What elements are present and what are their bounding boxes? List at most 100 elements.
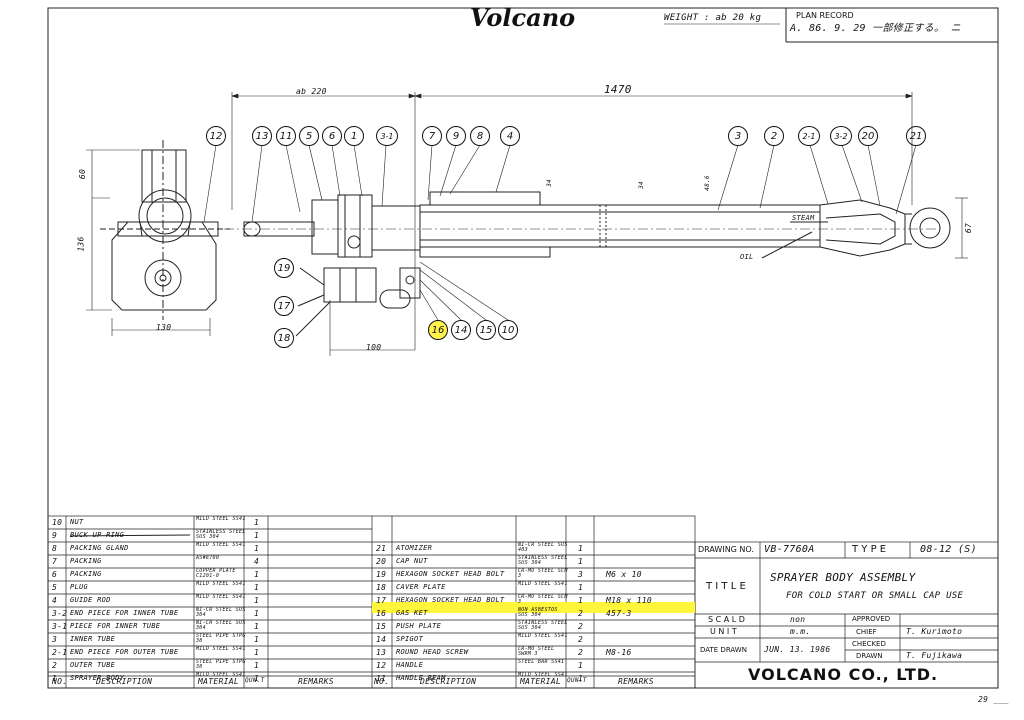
leader-lines xyxy=(203,144,917,321)
part-no: 13 xyxy=(376,648,387,657)
part-qty: 1 xyxy=(578,674,584,683)
drawing-no-label: DRAWING NO. xyxy=(698,545,754,554)
approved-label: APPROVED xyxy=(852,615,891,623)
part-no: 17 xyxy=(376,596,387,605)
part-no: 8 xyxy=(52,544,58,553)
part-qty: 1 xyxy=(254,622,260,631)
drawn-label: DRAWN xyxy=(856,652,883,660)
part-desc: NUT xyxy=(70,518,84,526)
part-mat: NI-CR STEEL SUS 403 xyxy=(518,542,568,553)
balloon-15: 15 xyxy=(476,320,496,340)
balloon-6: 6 xyxy=(322,126,342,146)
scale-value: non xyxy=(790,615,806,624)
chief-label: CHIEF xyxy=(856,628,877,636)
part-desc: GUIDE ROD xyxy=(70,596,111,604)
part-qty: 3 xyxy=(578,570,584,579)
part-desc: CAP NUT xyxy=(396,557,428,565)
brand-logo: Volcano xyxy=(470,3,576,32)
part-qty: 1 xyxy=(578,596,584,605)
part-qty: 2 xyxy=(578,609,584,618)
balloon-20: 20 xyxy=(858,126,878,146)
date-label: DATE DRAWN xyxy=(700,646,747,654)
balloon-2-1: 2-1 xyxy=(798,126,820,146)
steam-label: STEAM xyxy=(792,214,815,222)
part-desc: BUCK UP RING xyxy=(70,531,125,539)
header-no-right: NO. xyxy=(374,677,390,686)
part-desc: PLUG xyxy=(70,583,89,591)
title-block-grid xyxy=(694,541,999,689)
dim-overall: 1470 xyxy=(604,83,632,96)
part-qty: 1 xyxy=(254,635,260,644)
part-no: 1 xyxy=(52,674,58,683)
part-desc: PACKING xyxy=(70,570,102,578)
part-no: 4 xyxy=(52,596,58,605)
balloon-8: 8 xyxy=(470,126,490,146)
part-mat: CR-MO STEEL SCM 3 xyxy=(518,568,568,579)
type-label: T Y P E xyxy=(852,544,887,555)
part-mat: NI-CR STEEL SUS 304 xyxy=(196,620,246,631)
part-mat: STEEL PIPE STPG 38 xyxy=(196,633,246,644)
part-mat: CR-MO STEEL SWRM 3 xyxy=(518,646,555,657)
part-mat: MILD STEEL SS41 xyxy=(518,633,568,639)
part-no: 14 xyxy=(376,635,387,644)
balloon-5: 5 xyxy=(299,126,319,146)
part-no: 21 xyxy=(376,544,387,553)
drawing-no: VB-7760A xyxy=(764,544,815,555)
dim-vertical-top: 60 xyxy=(78,168,88,180)
part-qty: 2 xyxy=(578,635,584,644)
part-desc: END PIECE FOR OUTER TUBE xyxy=(70,648,179,656)
balloon-10: 10 xyxy=(498,320,518,340)
detail-view xyxy=(295,267,421,337)
part-mat: MILD STEEL SS41 xyxy=(196,672,246,678)
part-mat: MILD STEEL SS41 xyxy=(518,672,568,678)
part-desc: PACKING GLAND xyxy=(70,544,129,552)
part-mat: MILD STEEL SS41 xyxy=(196,646,246,652)
part-qty: 1 xyxy=(578,661,584,670)
part-no: 2-1 xyxy=(52,648,68,657)
dim-left-span: ab 220 xyxy=(296,87,327,96)
balloon-17: 17 xyxy=(274,296,294,316)
part-no: 19 xyxy=(376,570,387,579)
plan-record-label: PLAN RECORD xyxy=(796,11,854,20)
header-desc-right: DESCRIPTION xyxy=(420,677,477,686)
part-desc: PIECE FOR INNER TUBE xyxy=(70,622,161,630)
part-no: 12 xyxy=(376,661,387,670)
part-mat: MILD STEEL SS41 xyxy=(518,581,568,587)
part-no: 3-1 xyxy=(52,622,68,631)
balloon-7: 7 xyxy=(422,126,442,146)
part-mat: MILD STEEL SS41 xyxy=(196,516,246,522)
dim-d3: 34 xyxy=(637,181,645,189)
part-mat: MILD STEEL SS41 xyxy=(196,594,246,600)
header-remarks: REMARKS xyxy=(298,677,334,686)
part-desc: OUTER TUBE xyxy=(70,661,116,669)
date-value: JUN. 13. 1986 xyxy=(764,645,831,654)
header-qty-right: QUN.T xyxy=(567,677,587,684)
part-rem: 457-3 xyxy=(606,609,632,618)
part-qty: 1 xyxy=(254,518,260,527)
part-mat: STAINLESS STEEL SUS 304 xyxy=(196,529,246,540)
part-no: 11 xyxy=(376,674,387,683)
oil-label: OIL xyxy=(740,253,754,261)
part-qty: 1 xyxy=(578,583,584,592)
part-mat: STAINLESS STEEL SUS 304 xyxy=(518,555,568,566)
part-no: 9 xyxy=(52,531,58,540)
side-view xyxy=(224,191,951,259)
title-line-1: SPRAYER BODY ASSEMBLY xyxy=(770,571,916,584)
balloon-21: 21 xyxy=(906,126,926,146)
unit-value: m.m. xyxy=(790,627,811,636)
dim-bottom-left: 130 xyxy=(156,323,172,332)
part-desc: HEXAGON SOCKET HEAD BOLT xyxy=(396,596,505,604)
part-desc: INNER TUBE xyxy=(70,635,116,643)
part-desc: SPRAYER BODY xyxy=(70,674,125,682)
part-mat: STEEL BAR SS41 xyxy=(518,659,565,665)
balloon-4: 4 xyxy=(500,126,520,146)
unit-label: U N I T xyxy=(710,627,737,636)
part-mat: MILD STEEL SS41 xyxy=(196,581,246,587)
part-qty: 1 xyxy=(254,596,260,605)
part-rem: M8-16 xyxy=(606,648,632,657)
part-no: 10 xyxy=(52,518,63,527)
checked-label: CHECKED xyxy=(852,640,886,648)
company-name: VOLCANO CO., LTD. xyxy=(748,665,939,684)
header-mat: MATERIAL xyxy=(198,677,239,686)
